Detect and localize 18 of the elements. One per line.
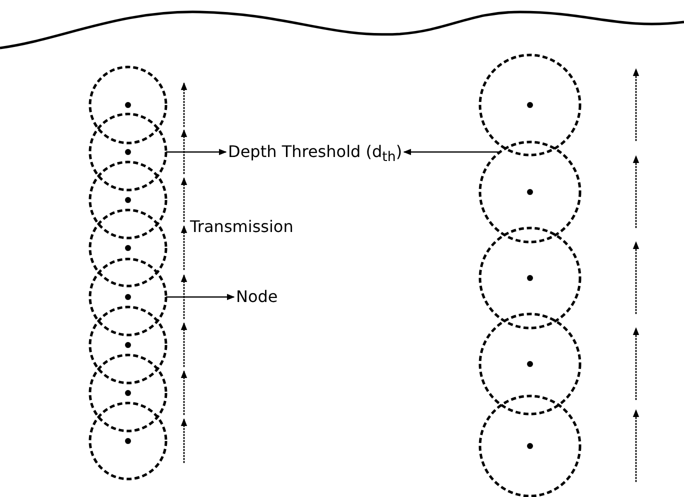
sensor-node bbox=[478, 226, 582, 330]
sensor-node bbox=[478, 53, 582, 157]
callout-text: Node bbox=[236, 287, 278, 307]
sensor-node bbox=[478, 312, 582, 416]
sensor-node bbox=[88, 305, 168, 385]
leader-line bbox=[166, 148, 227, 156]
sensor-node bbox=[88, 65, 168, 145]
sensor-node bbox=[88, 112, 168, 192]
callout-text: Depth Threshold (d$_{th}$) bbox=[228, 142, 402, 168]
sensor-node bbox=[88, 160, 168, 240]
sensor-node bbox=[478, 394, 582, 497]
sensor-node bbox=[88, 208, 168, 288]
sensor-node bbox=[478, 140, 582, 244]
annotation-label: Transmission bbox=[190, 217, 294, 237]
leader-line bbox=[166, 294, 235, 300]
sensor-node bbox=[88, 353, 168, 433]
sensor-node bbox=[88, 401, 168, 481]
sensor-node bbox=[88, 257, 168, 337]
